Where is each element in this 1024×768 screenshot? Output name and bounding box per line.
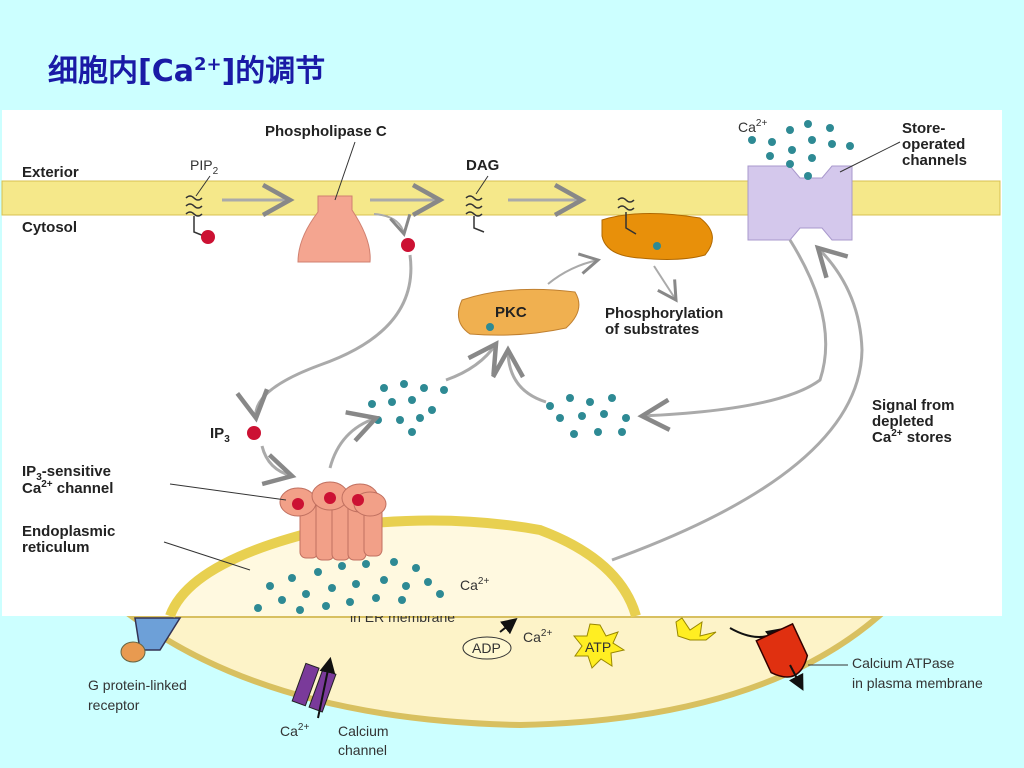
ip3-molecule	[247, 426, 261, 440]
pkc-calcium	[486, 323, 494, 331]
er-label-2: reticulum	[22, 539, 90, 556]
pip2-label: PIP2	[190, 157, 219, 177]
pkc-activation-arrow	[547, 252, 602, 285]
er-release-arrow	[328, 410, 381, 469]
phospholipase-label: Phospholipase C	[265, 123, 387, 140]
calcium-channel-ion: Ca2+	[280, 722, 309, 739]
ip3-channel-leader	[169, 483, 287, 501]
released-ip3	[401, 238, 415, 252]
store-calcium-label: Ca2+	[738, 118, 767, 135]
adp-arrow	[499, 618, 518, 635]
phospholipase-leader	[334, 141, 356, 201]
lower-figure: G protein-linked receptor Ca2+ Calcium c…	[0, 609, 1024, 768]
ip3-channel-label-1: IP3-sensitive	[22, 463, 111, 483]
dag-pkc-complex	[601, 197, 713, 260]
active-pkc-shape	[601, 213, 713, 260]
atpase-label-1: Calcium ATPase	[852, 655, 955, 671]
atpase-out-arrow	[788, 664, 804, 691]
atp-burst-2	[675, 617, 717, 641]
er-label-1: Endoplasmic	[22, 523, 115, 540]
extracellular-calcium-dots	[748, 120, 854, 180]
er-calcium-dots	[254, 558, 444, 614]
cytosolic-calcium-cluster-right	[546, 394, 630, 438]
gprotein-label-2: receptor	[88, 697, 140, 713]
pip2-molecule	[185, 195, 215, 244]
calcium-channel-arrow	[317, 656, 336, 719]
calcium-channel-label-2: channel	[338, 742, 387, 758]
atp-burst-1	[572, 623, 626, 669]
ip3-binding-arrow	[260, 445, 297, 487]
gprotein-label-1: G protein-linked	[88, 677, 187, 693]
calcium-channel-shape	[291, 662, 337, 713]
slide-title: 细胞内[Ca2+]的调节	[48, 54, 326, 89]
pkc-label: PKC	[495, 304, 527, 321]
pip2-head-group	[201, 230, 215, 244]
phosphorylation-label-2: of substrates	[605, 321, 699, 338]
calcium-channel-label-1: Calcium	[338, 723, 389, 739]
ip3-channel-label-2: Ca2+ channel	[22, 479, 113, 497]
store-channel-label-3: channels	[902, 152, 967, 169]
exterior-label: Exterior	[22, 164, 79, 181]
pip2-leader	[195, 175, 211, 197]
calcium-to-pkc-arrow-left	[445, 340, 499, 382]
phospholipase-c-shape	[297, 195, 371, 263]
depleted-store-signal-arrow	[611, 244, 864, 562]
atp-label: ATP	[585, 639, 611, 655]
phosphorylation-arrow	[653, 265, 678, 303]
active-pkc-calcium	[653, 242, 661, 250]
signal-label-2: depleted	[872, 413, 934, 430]
store-channel-label-1: Store-	[902, 120, 945, 137]
ip3-label: IP3	[210, 425, 230, 445]
cytosol-label: Cytosol	[22, 219, 77, 236]
er-leader	[163, 541, 251, 571]
ip3-release-arrow	[373, 213, 412, 238]
phosphorylation-label-1: Phosphorylation	[605, 305, 723, 322]
store-channel-leader	[839, 141, 901, 173]
signal-label-3: Ca2+ stores	[872, 428, 952, 446]
atpase-label-2: in plasma membrane	[852, 675, 983, 691]
dag-molecule	[465, 195, 485, 233]
store-channel-label-2: operated	[902, 136, 965, 153]
ip3-diffusion-arrow	[235, 254, 413, 423]
signal-label-1: Signal from	[872, 397, 955, 414]
receptor-ligand-shape	[120, 641, 146, 663]
store-channel-influx-arrow	[637, 239, 828, 432]
dag-leader	[475, 175, 489, 195]
lower-calcium-ion: Ca2+	[523, 628, 552, 645]
g-protein-receptor-shape	[134, 617, 182, 651]
dag-label: DAG	[466, 157, 499, 174]
adp-label: ADP	[472, 640, 501, 656]
ip3-sensitive-channel	[279, 481, 387, 561]
calcium-to-pkc-arrow-right	[491, 345, 547, 404]
adp-oval	[462, 636, 512, 660]
er-calcium-label: Ca2+	[460, 576, 489, 593]
endoplasmic-reticulum	[165, 515, 641, 618]
